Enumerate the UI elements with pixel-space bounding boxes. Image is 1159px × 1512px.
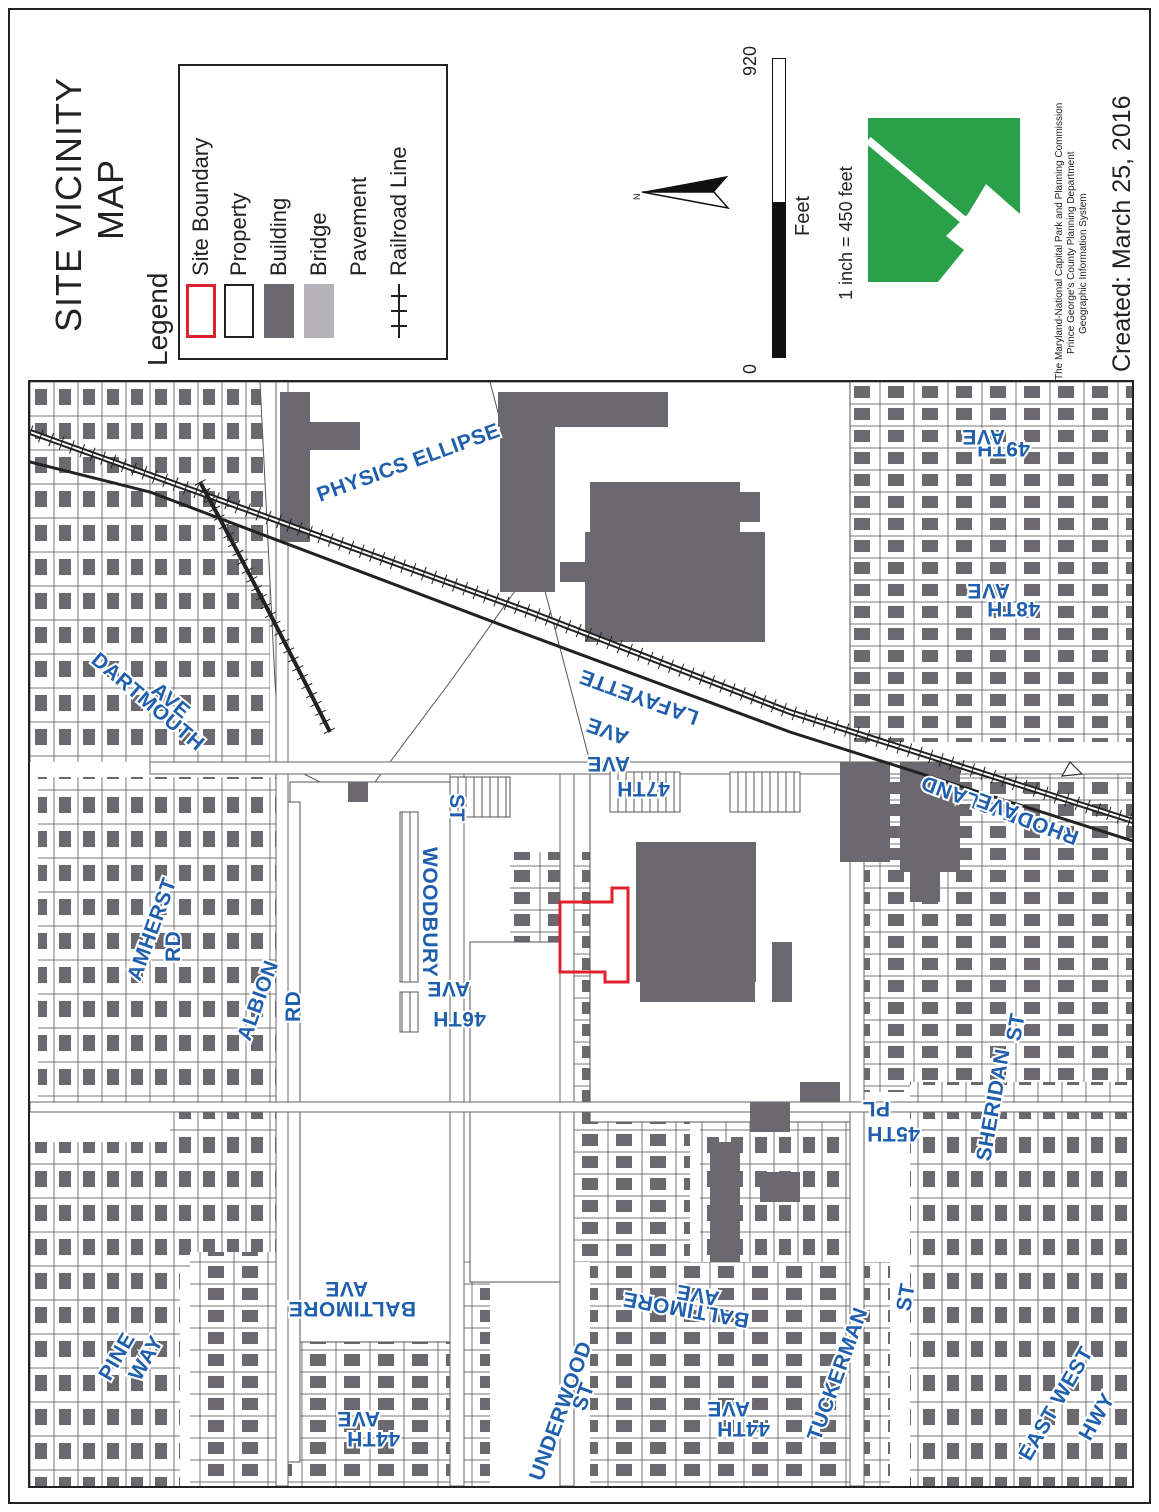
- legend-label-bridge: Bridge: [306, 212, 331, 276]
- site-boundary[interactable]: [558, 886, 630, 984]
- legend-heading: Legend: [142, 272, 173, 366]
- pavement-swatch: [344, 284, 374, 338]
- scale-end: 920: [740, 45, 760, 76]
- map-title-line1: SITE VICINITY: [48, 76, 89, 332]
- street-44th-2-ave: AVE: [707, 1397, 750, 1420]
- bridge-swatch: [304, 284, 334, 338]
- legend-label-site-boundary: Site Boundary: [188, 137, 213, 276]
- scale-bar-fill: [773, 202, 785, 357]
- map-canvas[interactable]: PHYSICS ELLIPSE DARTMOUTH AVE LAFAYETTE …: [28, 380, 1134, 1488]
- street-47th-ave: AVE: [587, 752, 630, 775]
- street-48th: 48TH: [987, 597, 1040, 620]
- legend-label-pavement: Pavement: [346, 176, 371, 276]
- agency-line3: Geographic Information System: [1078, 193, 1089, 334]
- legend-box: [178, 64, 448, 360]
- railroad-lines: [30, 425, 1132, 843]
- agency-line1: The Maryland-National Capital Park and P…: [1054, 102, 1065, 380]
- street-47th: 47TH: [617, 777, 670, 800]
- scale-unit: Feet: [792, 195, 814, 236]
- street-tuckerman-st: ST: [892, 1281, 919, 1312]
- railroad-swatch: [391, 284, 407, 338]
- map-title-line2: MAP: [90, 158, 131, 240]
- street-46th: 46TH: [433, 1007, 486, 1030]
- north-arrow-icon: [641, 176, 730, 210]
- residential-parcels: [30, 382, 1132, 1486]
- property-swatch: [224, 284, 254, 338]
- scale-ratio: 1 inch = 450 feet: [836, 166, 856, 300]
- street-sheridan-st: ST: [1002, 1011, 1029, 1042]
- street-woodbury-st: ST: [445, 794, 468, 822]
- agency-line2: Prince George's County Planning Departme…: [1066, 151, 1077, 354]
- scale-bar: [772, 58, 786, 358]
- buildings: [280, 392, 960, 1262]
- street-albion-rd: RD: [282, 991, 305, 1022]
- street-45th: 45TH: [867, 1122, 920, 1145]
- parking-lots: [399, 771, 801, 1033]
- map-svg: PHYSICS ELLIPSE DARTMOUTH AVE LAFAYETTE …: [30, 382, 1132, 1486]
- street-45th-pl: PL: [862, 1097, 890, 1120]
- map-side-panel: SITE VICINITY MAP Legend Site Boundary P…: [28, 14, 1136, 380]
- site-boundary-swatch: [186, 284, 216, 338]
- street-baltimore-1: BALTIMORE: [288, 1297, 416, 1320]
- scale-start: 0: [740, 363, 760, 374]
- mncppc-logo: [868, 118, 1020, 282]
- legend-label-railroad: Railroad Line: [386, 146, 411, 276]
- building-swatch: [264, 284, 294, 338]
- triangle-marker-icon: [1060, 761, 1084, 777]
- street-amherst-rd: RD: [162, 931, 185, 962]
- street-44th-1-ave: AVE: [337, 1407, 380, 1430]
- legend-label-building: Building: [266, 197, 291, 276]
- street-49th-ave: AVE: [962, 425, 1005, 448]
- street-woodbury: WOODBURY: [418, 847, 441, 977]
- street-44th-1: 44TH: [347, 1427, 400, 1450]
- created-date: Created: March 25, 2016: [1108, 95, 1136, 372]
- street-49th: 49TH: [977, 437, 1030, 460]
- street-44th-2: 44TH: [717, 1417, 770, 1440]
- street-48th-ave: AVE: [967, 579, 1010, 602]
- street-baltimore-1-ave: AVE: [325, 1277, 368, 1300]
- legend-label-property: Property: [226, 192, 251, 276]
- north-label: N: [632, 193, 642, 201]
- street-46th-ave: AVE: [427, 977, 470, 1000]
